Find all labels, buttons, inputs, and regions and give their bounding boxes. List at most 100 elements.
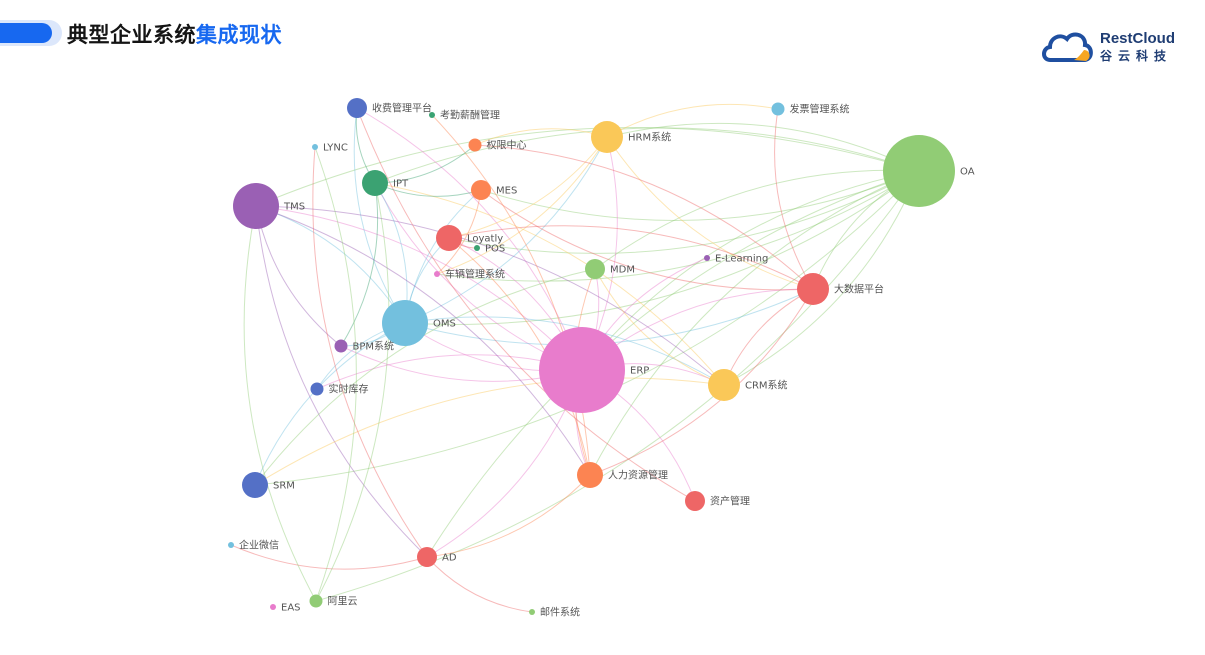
node-label: 资产管理: [710, 495, 750, 508]
link-ad-mail: [426, 556, 533, 613]
node-circle[interactable]: [771, 102, 785, 116]
node-mdm[interactable]: MDM: [585, 259, 635, 279]
link-oa-loyalty: [448, 170, 920, 254]
node-label: 收费管理平台: [372, 102, 432, 115]
node-lync[interactable]: LYNC: [312, 143, 348, 154]
node-label: CRM系统: [745, 379, 788, 392]
node-label: HRM系统: [628, 131, 671, 144]
node-circle[interactable]: [436, 225, 462, 251]
node-invoice[interactable]: 发票管理系统: [771, 102, 850, 116]
node-stock[interactable]: 实时库存: [310, 382, 369, 396]
page-title-part1: 典型企业系统: [67, 23, 196, 47]
node-label: ERP: [630, 366, 649, 377]
node-circle[interactable]: [310, 382, 324, 396]
link-erp-tms: [255, 205, 583, 371]
link-oa-ad: [426, 170, 920, 558]
node-circle[interactable]: [312, 144, 318, 150]
node-elearn[interactable]: E-Learning: [704, 254, 768, 265]
link-oa-crm: [723, 170, 920, 386]
node-car[interactable]: 车辆管理系统: [434, 268, 505, 281]
node-label: 人力资源管理: [608, 469, 668, 482]
link-bigdata-auth: [474, 144, 814, 290]
node-label: OA: [960, 167, 975, 178]
node-asset[interactable]: 资产管理: [685, 491, 750, 511]
node-circle[interactable]: [704, 255, 710, 261]
node-wechat[interactable]: 企业微信: [228, 539, 279, 552]
node-circle[interactable]: [270, 604, 276, 610]
node-hrm[interactable]: HRM系统: [591, 121, 671, 153]
node-loyalty[interactable]: Loyatly: [436, 225, 503, 251]
link-oms-tms: [255, 205, 406, 324]
node-circle[interactable]: [797, 273, 829, 305]
node-label: LYNC: [323, 143, 348, 154]
node-mes[interactable]: MES: [471, 180, 517, 200]
node-label: MDM: [610, 265, 635, 276]
node-label: MES: [496, 186, 517, 197]
link-oa-mes: [480, 170, 920, 221]
node-circle[interactable]: [883, 135, 955, 207]
node-oms[interactable]: OMS: [382, 300, 456, 346]
node-circle[interactable]: [382, 300, 428, 346]
node-auth[interactable]: 权限中心: [468, 138, 527, 152]
node-ipt[interactable]: IPT: [362, 170, 409, 196]
link-tms-hr: [255, 205, 591, 476]
node-fee[interactable]: 收费管理平台: [347, 98, 432, 118]
node-srm[interactable]: SRM: [242, 472, 295, 498]
node-circle[interactable]: [434, 271, 440, 277]
node-circle[interactable]: [591, 121, 623, 153]
node-label: 车辆管理系统: [445, 268, 505, 281]
node-circle[interactable]: [228, 542, 234, 548]
node-label: 发票管理系统: [790, 103, 850, 116]
link-bigdata-mes: [480, 189, 814, 291]
link-oa-car: [436, 170, 920, 282]
node-pos[interactable]: POS: [474, 244, 505, 255]
node-circle[interactable]: [417, 547, 437, 567]
node-circle[interactable]: [362, 170, 388, 196]
title-accent-bar: [0, 20, 62, 46]
node-circle[interactable]: [233, 183, 279, 229]
node-crm[interactable]: CRM系统: [708, 369, 788, 401]
node-label: 实时库存: [329, 383, 369, 396]
link-oa-ipt: [374, 127, 920, 184]
link-tms-bpm: [255, 205, 342, 347]
node-bigdata[interactable]: 大数据平台: [797, 273, 884, 305]
link-tms-crm: [255, 205, 725, 386]
node-circle[interactable]: [539, 327, 625, 413]
node-ad[interactable]: AD: [417, 547, 457, 567]
node-circle[interactable]: [309, 594, 323, 608]
node-circle[interactable]: [708, 369, 740, 401]
page-title: 典型企业系统集成现状: [67, 19, 282, 49]
node-tms[interactable]: TMS: [233, 183, 305, 229]
node-circle[interactable]: [474, 245, 480, 251]
node-eas[interactable]: EAS: [270, 603, 301, 614]
node-attend[interactable]: 考勤薪酬管理: [429, 109, 500, 122]
node-circle[interactable]: [468, 138, 482, 152]
node-circle[interactable]: [585, 259, 605, 279]
node-circle[interactable]: [685, 491, 705, 511]
page-title-part2: 集成现状: [196, 23, 282, 47]
link-bigdata-loyalty: [448, 225, 814, 290]
node-circle[interactable]: [242, 472, 268, 498]
link-bigdata-crm: [723, 288, 814, 386]
node-aliyun[interactable]: 阿里云: [309, 594, 358, 608]
node-oa[interactable]: OA: [883, 135, 975, 207]
link-mdm-srm: [254, 268, 596, 486]
link-aliyun-ipt: [315, 182, 390, 602]
link-ipt-bpm: [340, 182, 379, 347]
node-bpm[interactable]: BPM系统: [334, 339, 395, 353]
node-circle[interactable]: [334, 339, 348, 353]
node-circle[interactable]: [529, 609, 535, 615]
node-mail[interactable]: 邮件系统: [529, 606, 580, 619]
link-oms-crm: [404, 316, 725, 386]
node-label: 企业微信: [239, 539, 279, 552]
link-aliyun-lync: [314, 146, 357, 602]
node-circle[interactable]: [347, 98, 367, 118]
node-circle[interactable]: [471, 180, 491, 200]
node-erp[interactable]: ERP: [539, 327, 649, 413]
node-circle[interactable]: [577, 462, 603, 488]
link-ad-lync: [312, 146, 428, 558]
node-circle[interactable]: [429, 112, 435, 118]
node-hr[interactable]: 人力资源管理: [577, 462, 668, 488]
node-label: 考勤薪酬管理: [440, 109, 500, 122]
